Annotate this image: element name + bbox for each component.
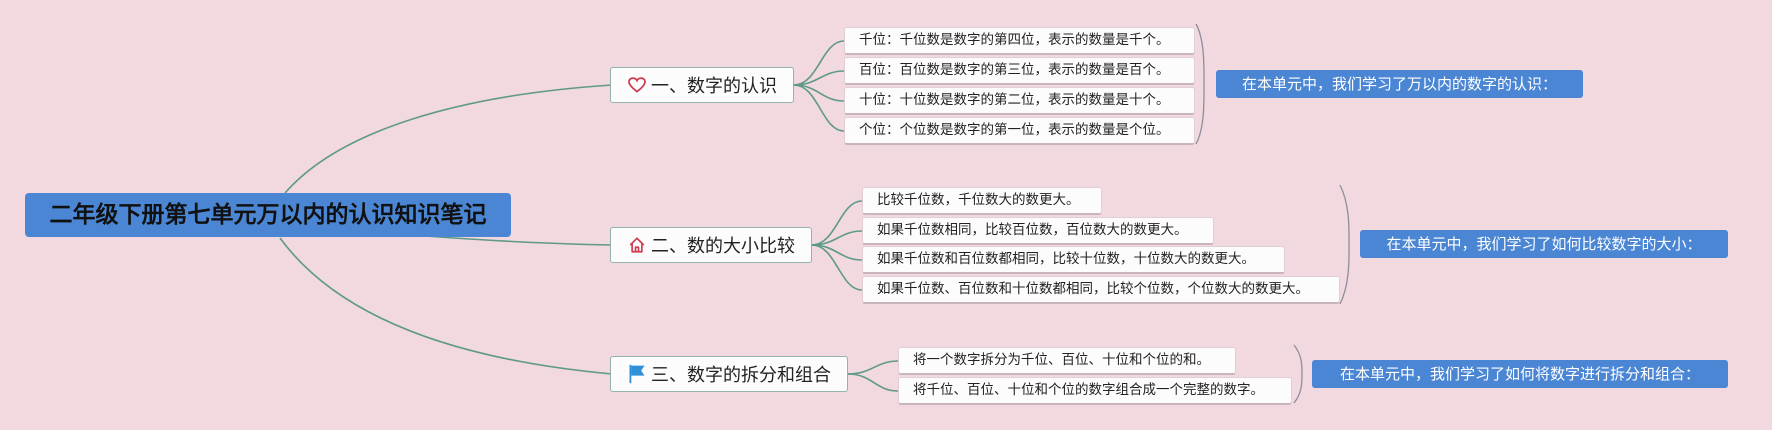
branch-2-leaf-1-link: [811, 200, 863, 246]
leaf-topic[interactable]: 百位：百位数是数字的第三位，表示的数量是百个。: [844, 57, 1195, 85]
branch-topic-split-and-combine[interactable]: 三、数字的拆分和组合: [610, 356, 848, 392]
branch-title: 二、数的大小比较: [651, 236, 795, 257]
branch-3-leaf-1-link: [847, 360, 899, 375]
leaf-topic[interactable]: 将千位、百位、十位和个位的数字组合成一个完整的数字。: [898, 377, 1292, 405]
leaf-topic[interactable]: 十位：十位数是数字的第二位，表示的数量是十个。: [844, 87, 1195, 115]
root-to-branch-1-link: [284, 84, 613, 194]
root-topic[interactable]: 二年级下册第七单元万以内的认识知识笔记: [25, 193, 511, 237]
branch-title: 一、数字的认识: [651, 76, 777, 97]
summary-topic[interactable]: 在本单元中，我们学习了如何将数字进行拆分和组合：: [1312, 360, 1728, 388]
branch-3-leaf-2-link: [847, 373, 899, 392]
summary-bracket-1: [1195, 23, 1205, 145]
summary-topic[interactable]: 在本单元中，我们学习了万以内的数字的认识：: [1216, 70, 1583, 98]
leaf-topic[interactable]: 如果千位数相同，比较百位数，百位数大的数更大。: [862, 217, 1214, 245]
home-icon: [627, 235, 647, 255]
branch-topic-size-comparison[interactable]: 二、数的大小比较: [610, 227, 812, 263]
branch-topic-number-recognition[interactable]: 一、数字的认识: [610, 67, 794, 103]
leaf-topic[interactable]: 如果千位数和百位数都相同，比较十位数，十位数大的数更大。: [862, 246, 1285, 274]
leaf-topic[interactable]: 个位：个位数是数字的第一位，表示的数量是个位。: [844, 117, 1195, 145]
branch-2-leaf-4-link: [811, 244, 863, 291]
root-to-branch-2-link: [424, 235, 613, 246]
leaf-topic[interactable]: 比较千位数，千位数大的数更大。: [862, 187, 1102, 215]
summary-bracket-2: [1339, 184, 1350, 305]
branch-1-leaf-4-link: [793, 84, 845, 132]
summary-topic[interactable]: 在本单元中，我们学习了如何比较数字的大小：: [1360, 230, 1728, 258]
branch-1-leaf-1-link: [793, 40, 845, 86]
heart-icon: [627, 75, 647, 95]
summary-bracket-3: [1293, 344, 1303, 404]
branch-title: 三、数字的拆分和组合: [651, 365, 831, 386]
leaf-topic[interactable]: 千位：千位数是数字的第四位，表示的数量是千个。: [844, 27, 1195, 55]
flag-icon: [627, 364, 647, 384]
leaf-topic[interactable]: 如果千位数、百位数和十位数都相同，比较个位数，个位数大的数更大。: [862, 276, 1340, 304]
root-to-branch-3-link: [279, 237, 613, 375]
leaf-topic[interactable]: 将一个数字拆分为千位、百位、十位和个位的和。: [898, 347, 1236, 375]
